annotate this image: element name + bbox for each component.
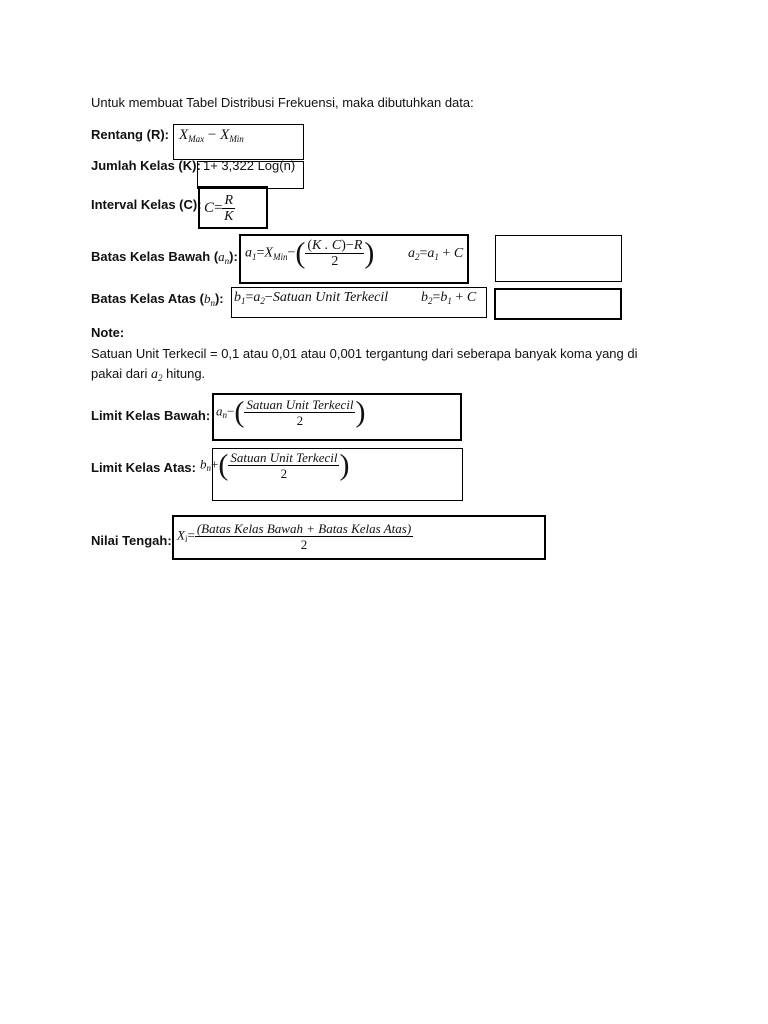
note-line-2: pakai dari a2 hitung.: [91, 366, 206, 383]
batas-bawah-formula-a2: a2=a1 + C: [408, 246, 464, 262]
batas-atas-formula-b2: b2=b1 + C: [421, 290, 477, 306]
jumlah-kelas-label: Jumlah Kelas (K):: [91, 158, 201, 173]
batas-atas-formula-b1: b1=a2−Satuan Unit Terkecil: [234, 290, 389, 306]
limit-atas-label: Limit Kelas Atas:: [91, 460, 196, 475]
batas-atas-label: Batas Kelas Atas (bn):: [91, 291, 224, 308]
batas-atas-answer-box[interactable]: [494, 288, 622, 320]
interval-kelas-label: Interval Kelas (C):: [91, 197, 202, 212]
batas-atas-formula-box: b1=a2−Satuan Unit Terkecil b2=b1 + C: [231, 287, 487, 318]
batas-bawah-answer-box[interactable]: [495, 235, 622, 282]
intro-text: Untuk membuat Tabel Distribusi Frekuensi…: [91, 95, 474, 110]
jumlah-kelas-formula: 1+ 3,322 Log(n): [203, 158, 296, 173]
rentang-formula-box: XMax − XMin: [173, 124, 304, 160]
note-line-1: Satuan Unit Terkecil = 0,1 atau 0,01 ata…: [91, 346, 638, 361]
rentang-formula: XMax − XMin: [179, 127, 244, 144]
nilai-tengah-formula-box: Xi=(Batas Kelas Bawah + Batas Kelas Atas…: [172, 515, 546, 560]
batas-bawah-label: Batas Kelas Bawah (an):: [91, 249, 238, 266]
limit-bawah-label: Limit Kelas Bawah:: [91, 408, 211, 423]
nilai-tengah-formula: Xi=(Batas Kelas Bawah + Batas Kelas Atas…: [177, 521, 414, 552]
nilai-tengah-label: Nilai Tengah:: [91, 533, 172, 548]
jumlah-kelas-formula-box: [197, 161, 304, 189]
rentang-label: Rentang (R):: [91, 127, 169, 142]
note-title: Note:: [91, 325, 125, 340]
